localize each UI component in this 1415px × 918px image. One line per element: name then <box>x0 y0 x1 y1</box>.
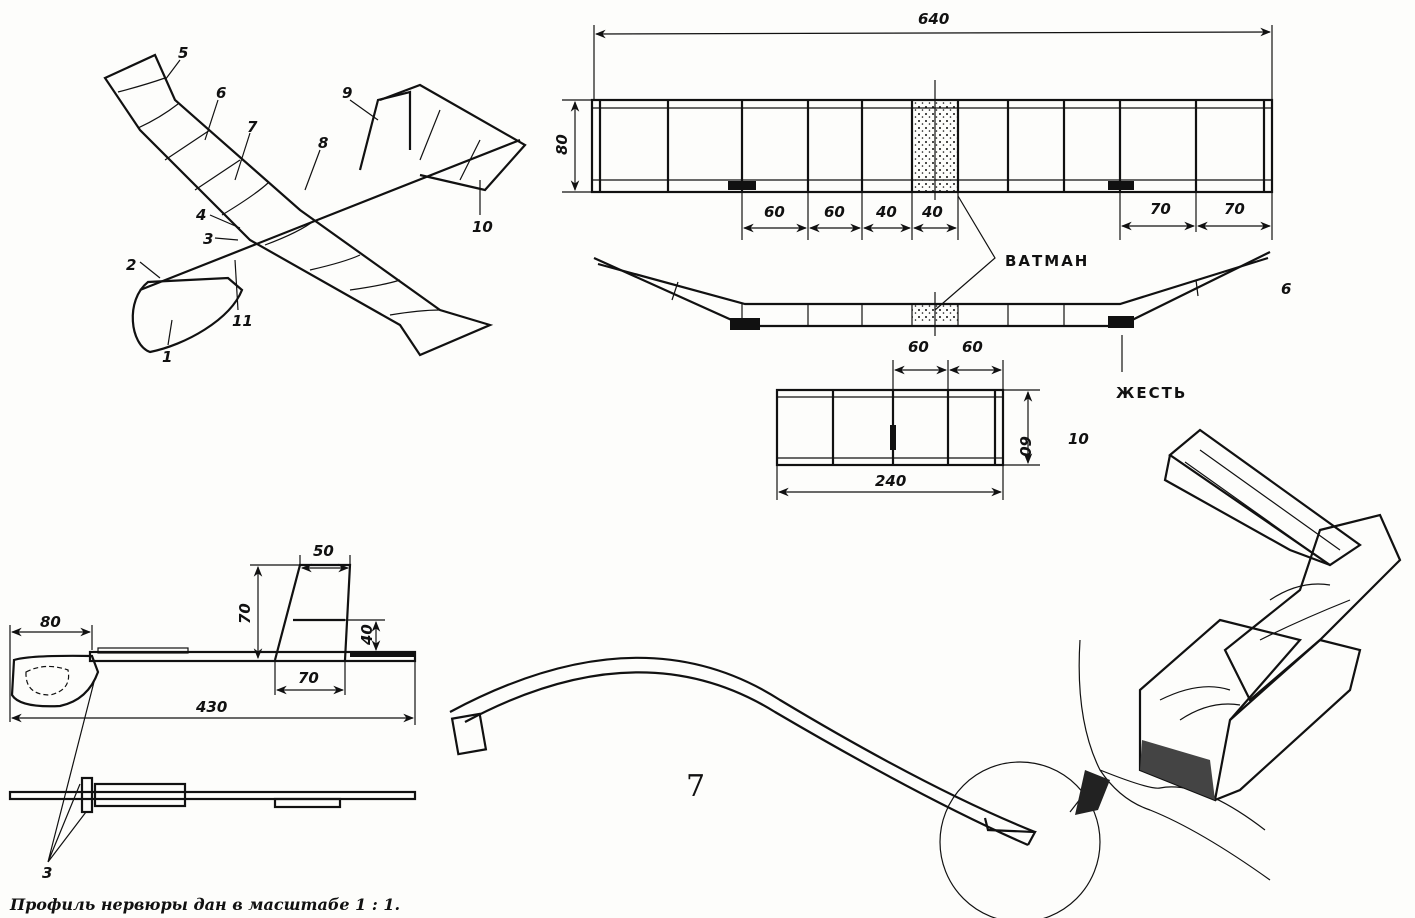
nose-dim: 80 <box>40 613 61 631</box>
stab-rib-dim-2: 60 <box>962 338 983 356</box>
caption: Профиль нервюры дан в масштабе 1 : 1. <box>9 895 400 914</box>
label-6: 6 <box>216 84 226 102</box>
wing-rib-lines <box>598 100 1266 192</box>
fin-base-dim: 70 <box>298 669 319 687</box>
nose-pod <box>131 276 244 354</box>
wing-chord-dim: 80 <box>553 134 571 155</box>
wing-span-dim: 640 <box>918 10 949 28</box>
label-11: 11 <box>232 312 253 330</box>
label-5: 5 <box>178 44 188 62</box>
stab-span-dim: 240 <box>875 472 906 490</box>
label-8: 8 <box>318 134 328 152</box>
wing-plan-view: 640 80 60 60 40 40 70 70 <box>553 10 1274 240</box>
wing-part-number: 6 <box>1281 280 1291 298</box>
rib-part-number: 7 <box>686 769 705 804</box>
wood-joint-detail <box>1138 428 1402 802</box>
rib-dim-4: 40 <box>921 203 943 221</box>
wing-front-view: ВАТМАН 6 ЖЕСТЬ <box>593 195 1291 402</box>
label-9: 9 <box>342 84 352 102</box>
airplane-perspective: 5 6 7 8 9 10 4 3 2 11 1 <box>103 44 527 366</box>
tip-dim-2: 70 <box>1224 200 1245 218</box>
fuselage-side-view: 50 70 40 80 70 430 <box>9 542 417 725</box>
glue-blob <box>1075 770 1110 815</box>
fin-height-dim: 70 <box>236 603 254 624</box>
detail-circle <box>939 761 1101 918</box>
label-7: 7 <box>247 118 258 136</box>
fin <box>358 90 412 171</box>
rib-profile: 7 <box>449 639 1271 918</box>
rib-dim-2: 60 <box>824 203 845 221</box>
label-2: 2 <box>126 256 136 274</box>
stabilizer-plan-view: 60 60 60 240 10 <box>775 338 1089 500</box>
fuselage-stick <box>139 138 521 292</box>
tip-dim-1: 70 <box>1150 200 1171 218</box>
fin-bar-dim: 40 <box>358 624 376 646</box>
rib-dim-1: 60 <box>764 203 785 221</box>
wing-outline <box>103 53 494 357</box>
fuselage-top-view: 3 <box>8 677 417 882</box>
leader-lines <box>139 59 481 346</box>
stabilizer-ribs <box>419 109 481 181</box>
stab-part-number: 10 <box>1068 430 1089 448</box>
label-10: 10 <box>472 218 493 236</box>
stab-chord-dim: 60 <box>1016 436 1034 457</box>
stab-rib-dim-1: 60 <box>908 338 929 356</box>
label-1: 1 <box>162 348 172 366</box>
rib-dim-3: 40 <box>875 203 897 221</box>
label-4: 4 <box>195 206 206 224</box>
label-3: 3 <box>203 230 213 248</box>
paper-label: ВАТМАН <box>1005 252 1089 270</box>
part-3-label: 3 <box>42 864 52 882</box>
wing-ribs <box>117 77 441 316</box>
fin-top-dim: 50 <box>313 542 334 560</box>
stabilizer-persp <box>379 83 527 192</box>
fuselage-length-dim: 430 <box>195 698 227 716</box>
tin-label: ЖЕСТЬ <box>1116 384 1187 402</box>
